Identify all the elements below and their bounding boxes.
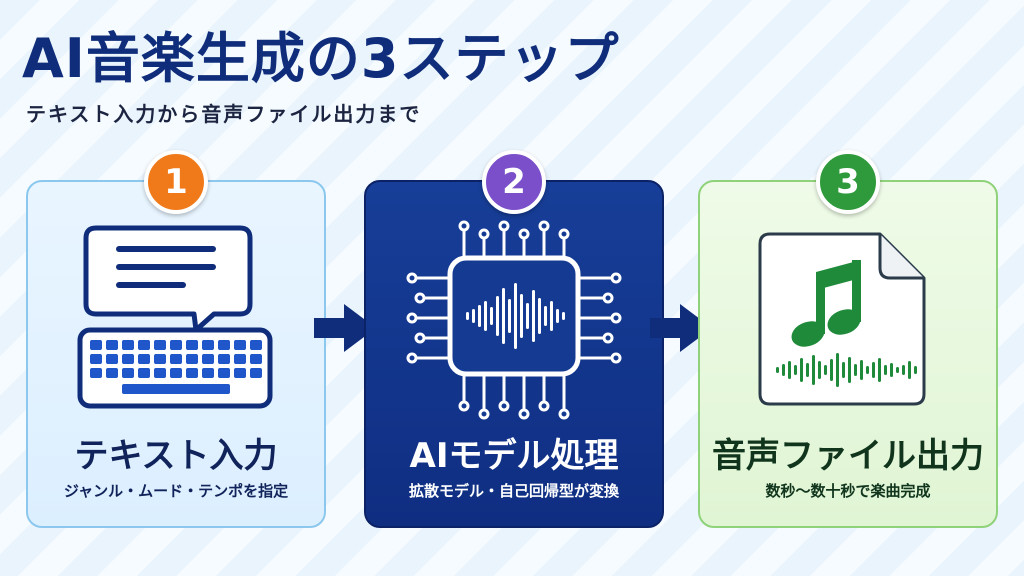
- chat-keyboard-icon: [77, 225, 273, 409]
- page-title: AI音楽生成の3ステップ: [22, 27, 620, 90]
- step-desc-3: 数秒〜数十秒で楽曲完成: [765, 482, 931, 500]
- ai-chip-waveform-icon: [406, 220, 622, 420]
- step-badge-1: 1: [144, 150, 208, 214]
- step-desc-1: ジャンル・ムード・テンポを指定: [63, 482, 289, 500]
- step-title-2: AIモデル処理: [409, 436, 619, 476]
- music-note-icon: [791, 260, 861, 347]
- step-card-1: 1 テキスト入力 ジャンル・ムード・テンポを指定: [26, 150, 326, 528]
- step-badge-2: 2: [482, 150, 546, 214]
- arrow-right-icon: [314, 304, 376, 352]
- step-title-3: 音声ファイル出力: [712, 436, 984, 476]
- page-subtitle: テキスト入力から音声ファイル出力まで: [26, 102, 422, 126]
- step-title-1: テキスト入力: [74, 436, 278, 476]
- music-file-icon: [758, 232, 926, 406]
- step-card-3: 3 音声ファイル出力 数秒〜数十秒で楽曲完成: [698, 150, 998, 528]
- step-card-2: 2 AIモデル処理 拡散モデル・自己回帰型が変換: [364, 150, 664, 528]
- step-badge-3: 3: [816, 150, 880, 214]
- step-desc-2: 拡散モデル・自己回帰型が変換: [408, 482, 619, 500]
- arrow-right-icon: [650, 304, 712, 352]
